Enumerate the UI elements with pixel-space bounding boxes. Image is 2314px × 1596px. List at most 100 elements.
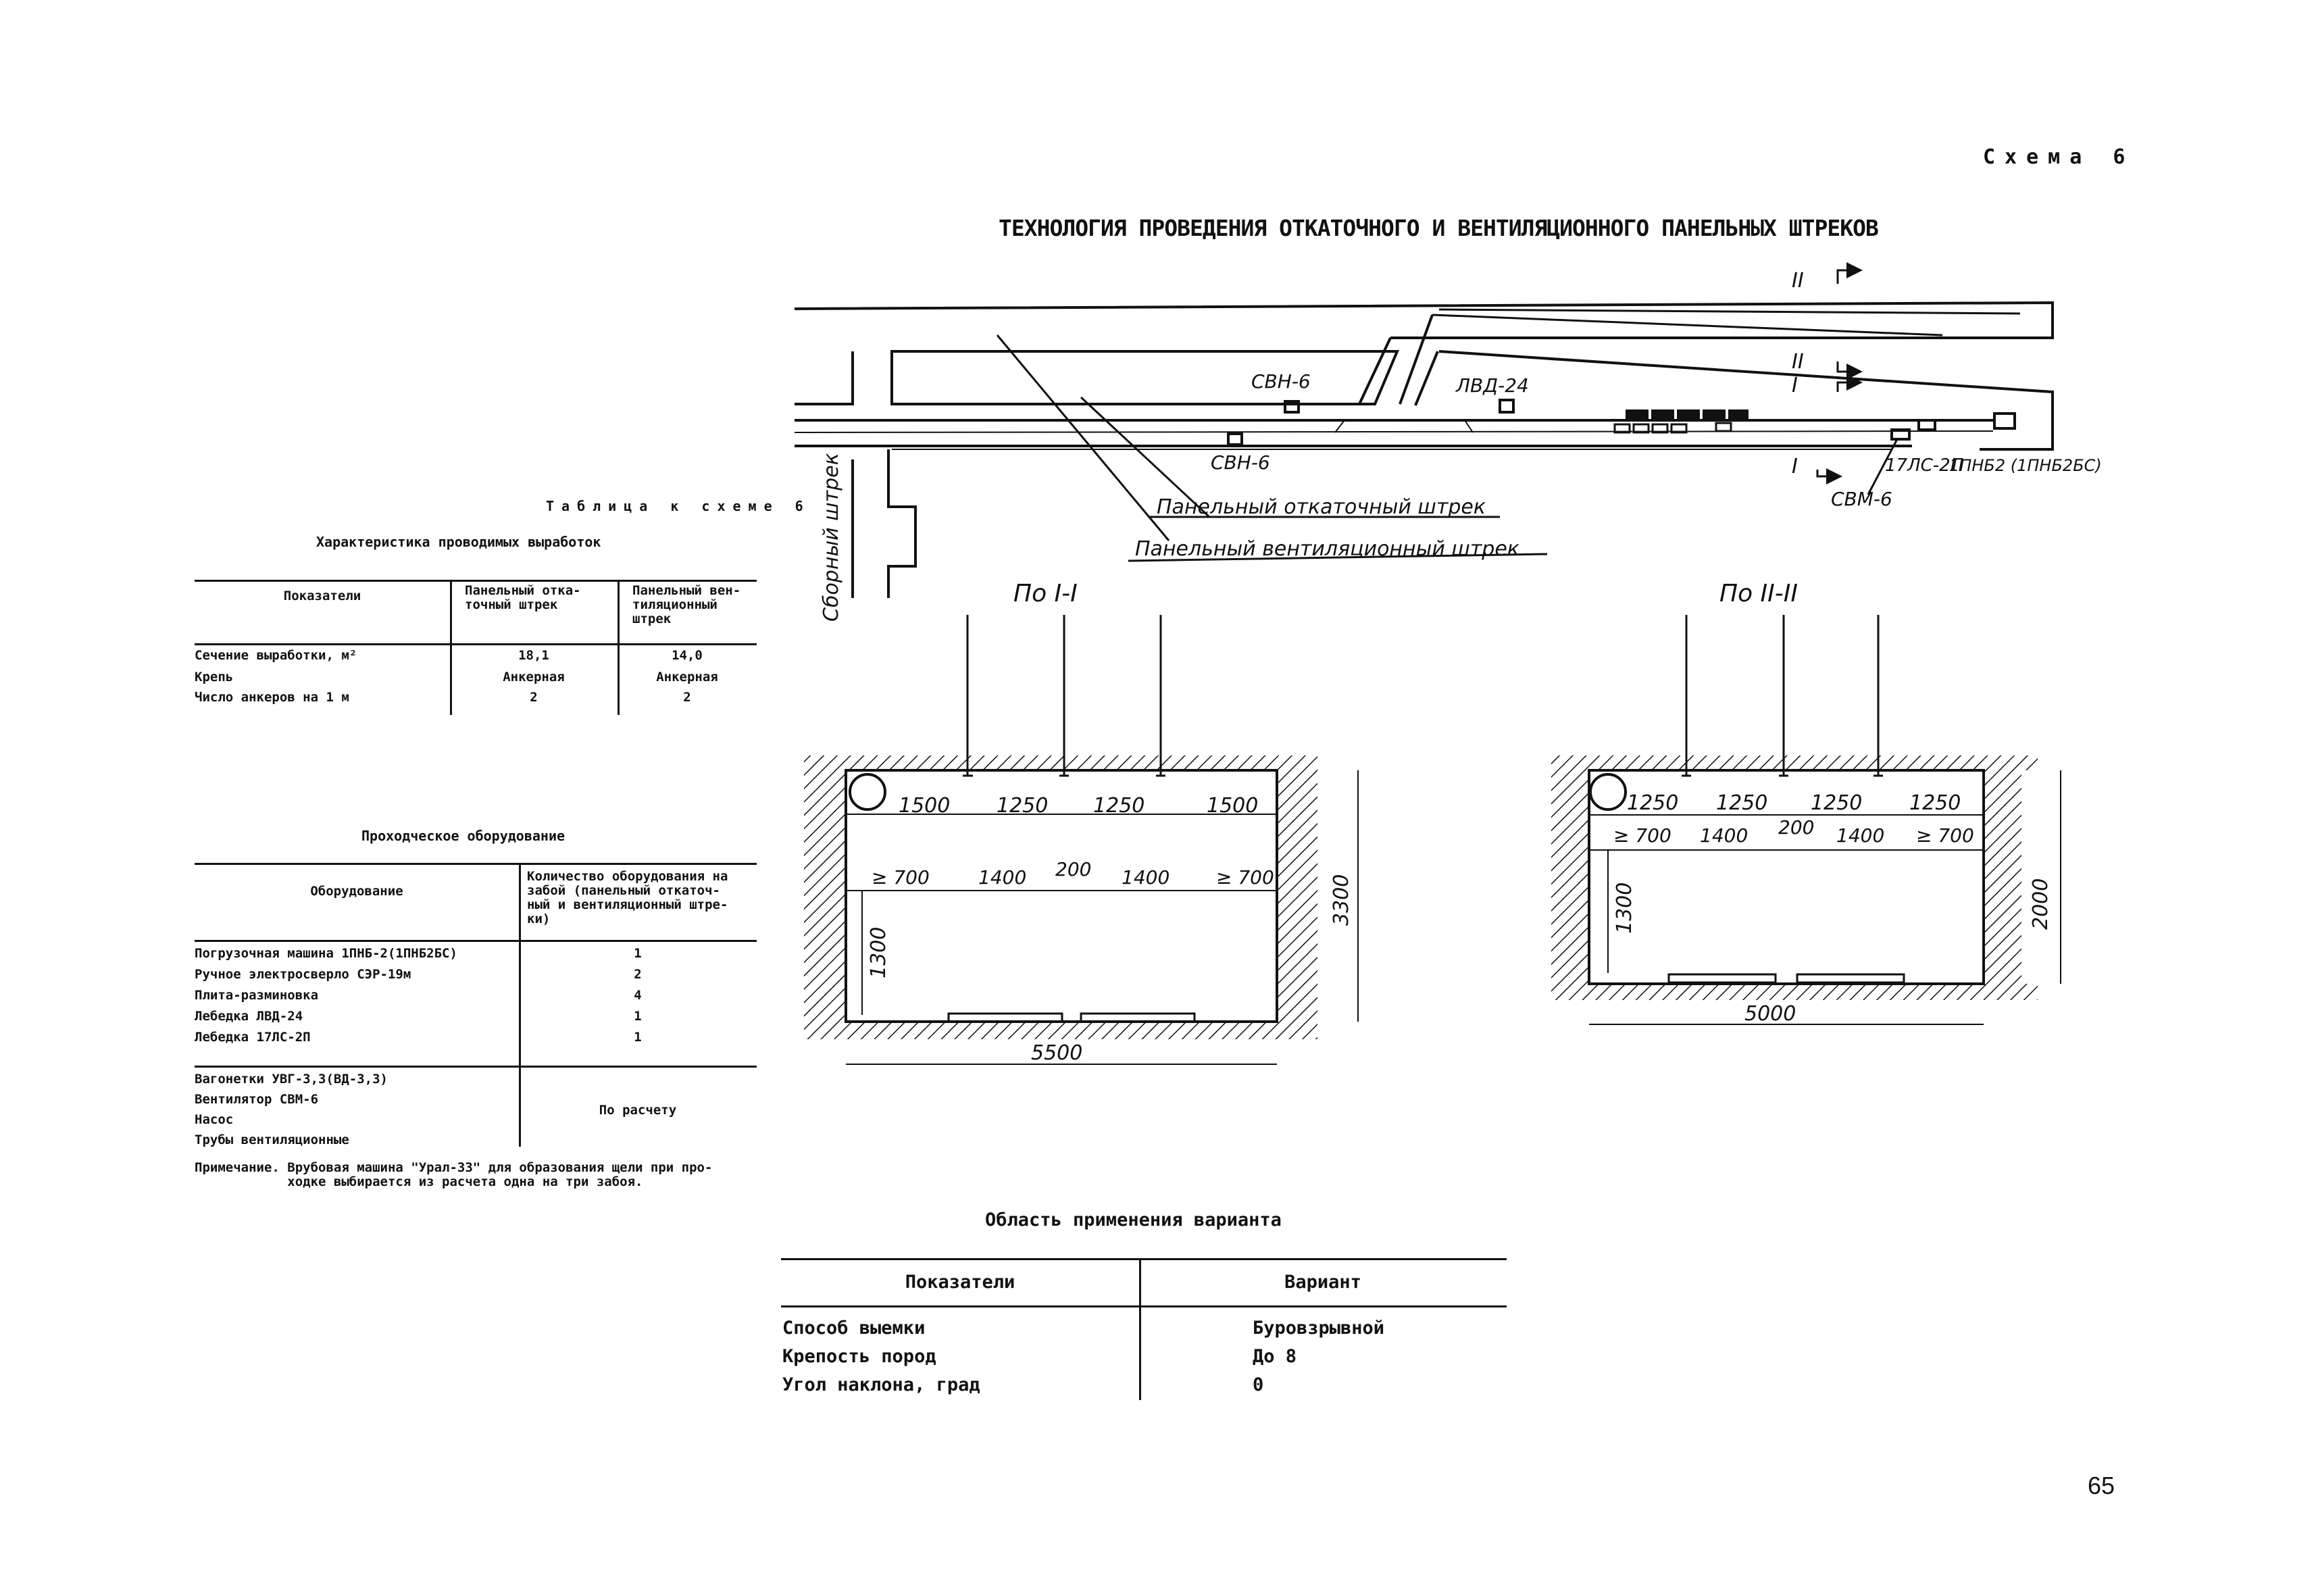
- wagon-train-lower: [1613, 422, 1732, 434]
- section1-dim: 1250: [997, 794, 1048, 818]
- plan-switch-b: [1464, 420, 1474, 433]
- table2-header-quantity: Количество оборудования на забой (панель…: [527, 869, 728, 926]
- section-I-mid-marker: [1836, 374, 1863, 392]
- rail-track-right: [1080, 1012, 1196, 1023]
- section1-dim: 200: [1055, 858, 1091, 880]
- table1-row-label: Сечение выработки, м²: [195, 648, 357, 663]
- section2-right-wall-hatch: [1984, 770, 2021, 984]
- table3-top-rule: [781, 1258, 1507, 1260]
- table1-row-label: Число анкеров на 1 м: [195, 690, 349, 705]
- section2-outline: [1588, 769, 1985, 985]
- leader-svm6: [1867, 439, 1898, 495]
- table3-row-value: 0: [1253, 1374, 1264, 1395]
- section1-left-wall-hatch: [804, 770, 846, 1022]
- table2-row-qty: 4: [634, 988, 642, 1003]
- section2-roof-hatch: [1551, 755, 2038, 770]
- section2-title: По II-II: [1719, 580, 1798, 607]
- label-lvd24: ЛВД-24: [1455, 374, 1529, 397]
- plan-view: [794, 262, 2054, 598]
- section1-dim: ≥ 700: [1216, 866, 1274, 889]
- table1-header-rule: [195, 643, 757, 645]
- section1-dim: 1300: [867, 927, 890, 978]
- table2-header-rule: [195, 940, 757, 942]
- label-haulage-drift: Панельный откаточный штрек: [1157, 495, 1486, 519]
- table1-row-value: 2: [683, 690, 691, 705]
- plan-upper-drift-track: [1438, 308, 2021, 315]
- fan-svn6-top-icon: [1284, 400, 1300, 414]
- page-number: 65: [2088, 1472, 2115, 1499]
- section2-dim: 200: [1778, 816, 1814, 839]
- section-II-mid-marker: [1836, 361, 1863, 380]
- fan-svm6-icon: [1890, 428, 1911, 441]
- section1-dim: 1500: [899, 794, 950, 818]
- label-section-I-mid: I: [1792, 374, 1798, 397]
- section1-dim: 1250: [1093, 794, 1145, 818]
- section2-dim: 5000: [1744, 1002, 1796, 1026]
- label-1pnb2: 1ПНБ2 (1ПНБ2БС): [1949, 456, 2102, 475]
- table3-col-rule: [1139, 1258, 1141, 1400]
- table2-header-equipment: Оборудование: [310, 884, 403, 899]
- label-section-II-mid: II: [1792, 350, 1804, 374]
- vent-duct-icon: [1589, 773, 1627, 811]
- leader-haulage-drift: [1080, 396, 1211, 518]
- loader-1pnb2-icon: [1993, 412, 2016, 430]
- winch-17ls-icon: [1917, 419, 1936, 431]
- table1-header-haulage: Панельный отка- точный штрек: [465, 583, 581, 612]
- section1-dim: ≥ 700: [872, 866, 930, 889]
- table2-group-name: Насос: [195, 1112, 234, 1127]
- table3-row-value: Буровзрывной: [1253, 1318, 1385, 1339]
- plan-lower-drift-outline: [1438, 350, 2054, 451]
- plan-collector-right-wall: [887, 449, 917, 598]
- table3-row-label: Способ выемки: [782, 1318, 926, 1339]
- table1-row-value: Анкерная: [503, 670, 565, 684]
- table1-caption: Таблица к схеме 6: [546, 498, 811, 514]
- section2-dim: 1250: [1909, 791, 1961, 815]
- section-I-low-marker: [1816, 468, 1842, 484]
- table2-row-qty: 1: [634, 946, 642, 961]
- section-II-top-marker: [1836, 262, 1863, 284]
- rail-track-right: [1796, 973, 1905, 984]
- leader-vent-drift: [996, 334, 1170, 541]
- table2-group-rule: [195, 1066, 757, 1068]
- section2-dim: 1400: [1836, 824, 1884, 847]
- rail-track-left: [947, 1012, 1063, 1023]
- underline-vent: [1128, 553, 1548, 562]
- table2-group-name: Вагонетки УВГ-3,3(ВД-3,3): [195, 1072, 388, 1087]
- table1: Показатели Панельный отка- точный штрек …: [195, 580, 757, 715]
- page-title: ТЕХНОЛОГИЯ ПРОВЕДЕНИЯ ОТКАТОЧНОГО И ВЕНТ…: [999, 215, 1879, 241]
- section1-dim: 3300: [1330, 874, 1353, 926]
- section1-anchors: [963, 615, 1165, 777]
- table1-row-value: 18,1: [518, 648, 549, 663]
- wagon-train: [1626, 409, 1749, 420]
- table2-group-name: Вентилятор СВМ-6: [195, 1092, 319, 1107]
- label-svn6-low: СВН-6: [1211, 451, 1270, 474]
- table3-header-rule: [781, 1305, 1507, 1307]
- section1-dim: 1500: [1207, 794, 1258, 818]
- table2-row-name: Погрузочная машина 1ПНБ-2(1ПНБ2БС): [195, 946, 457, 961]
- table3-row-label: Угол наклона, град: [782, 1374, 980, 1395]
- section2-dim: 1250: [1811, 791, 1862, 815]
- section1-dim: 1400: [1122, 866, 1169, 889]
- table1-row-value: Анкерная: [656, 670, 718, 684]
- plan-upper-inner-line: [1432, 314, 1943, 336]
- vent-duct-icon: [849, 773, 886, 811]
- table3-header-variant: Вариант: [1284, 1272, 1361, 1293]
- section2-dim: ≥ 700: [1613, 824, 1671, 847]
- label-vent-drift: Панельный вентиляционный штрек: [1135, 537, 1519, 561]
- label-collector-drift: Сборный штрек: [820, 453, 843, 622]
- section-I-I: По I-I 1500 1250 1250 1500 ≥ 700 1400 20…: [804, 580, 1359, 1065]
- section2-anchors: [1682, 615, 1883, 777]
- table3: Показатели Вариант Способ выемки Буровзр…: [781, 1258, 1507, 1407]
- section1-title: По I-I: [1013, 580, 1078, 607]
- table2-note: Примечание. Врубовая машина "Урал-33" дл…: [195, 1160, 713, 1189]
- scheme-label: Схема 6: [1983, 145, 2135, 169]
- table1-col-rule-1: [450, 580, 452, 715]
- table2-row-name: Лебедка ЛВД-24: [195, 1009, 303, 1024]
- plan-middle-pillar-edge: [1414, 351, 1439, 406]
- label-svn6-top: СВН-6: [1251, 370, 1311, 393]
- section2-dim: 1300: [1613, 882, 1636, 934]
- table3-title: Область применения варианта: [985, 1210, 1282, 1230]
- label-svm6: СВМ-6: [1831, 488, 1892, 510]
- label-17ls: 17ЛС-2П: [1885, 455, 1963, 476]
